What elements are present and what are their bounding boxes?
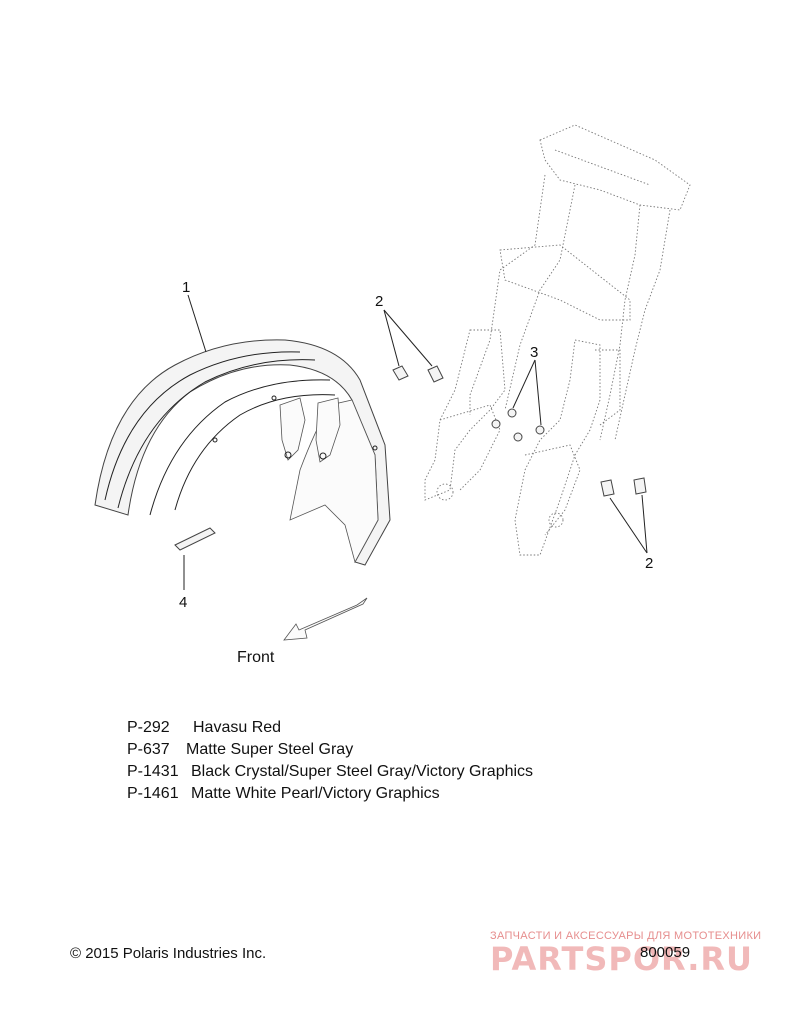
bolts-upper (392, 365, 444, 383)
paint-code-list: P-292 Havasu Red P-637 Matte Super Steel G… (127, 717, 533, 805)
paint-name: Matte White Pearl/Victory Graphics (191, 785, 440, 802)
callout-3: 3 (530, 344, 538, 361)
callout-1: 1 (182, 279, 190, 296)
callout-4: 4 (179, 594, 187, 611)
paint-name: Black Crystal/Super Steel Gray/Victory G… (191, 763, 534, 780)
paint-code: P-292 (127, 719, 170, 736)
paint-name: Havasu Red (193, 719, 282, 736)
paint-code-row: P-1431 Black Crystal/Super Steel Gray/Vic… (127, 761, 533, 783)
callout-2-upper: 2 (375, 293, 383, 310)
paint-code-row: P-292 Havasu Red (127, 717, 533, 739)
watermark-logo: PARTSPOR.RU (490, 940, 754, 978)
front-label: Front (237, 649, 275, 666)
paint-code-row: P-1461 Matte White Pearl/Victory Graphics (127, 783, 533, 805)
leader-lines (183, 294, 648, 590)
fender-strip (174, 527, 216, 551)
front-fork-assembly (424, 124, 691, 556)
paint-code: P-1431 (127, 763, 179, 780)
nuts (491, 408, 545, 442)
paint-code-row: P-637 Matte Super Steel Gray (127, 739, 533, 761)
copyright-notice: © 2015 Polaris Industries Inc. (70, 945, 267, 962)
front-fender (94, 339, 391, 566)
callout-2-lower: 2 (645, 555, 653, 572)
watermark-tagline: ЗАПЧАСТИ И АКСЕССУАРЫ ДЛЯ МОТОТЕХНИКИ (490, 930, 762, 942)
front-direction-arrow (283, 597, 368, 641)
paint-name: Matte Super Steel Gray (186, 741, 354, 758)
diagram-id: 800059 (640, 944, 691, 961)
bolts-lower (600, 477, 647, 497)
paint-code: P-637 (127, 741, 170, 758)
paint-code: P-1461 (127, 785, 179, 802)
